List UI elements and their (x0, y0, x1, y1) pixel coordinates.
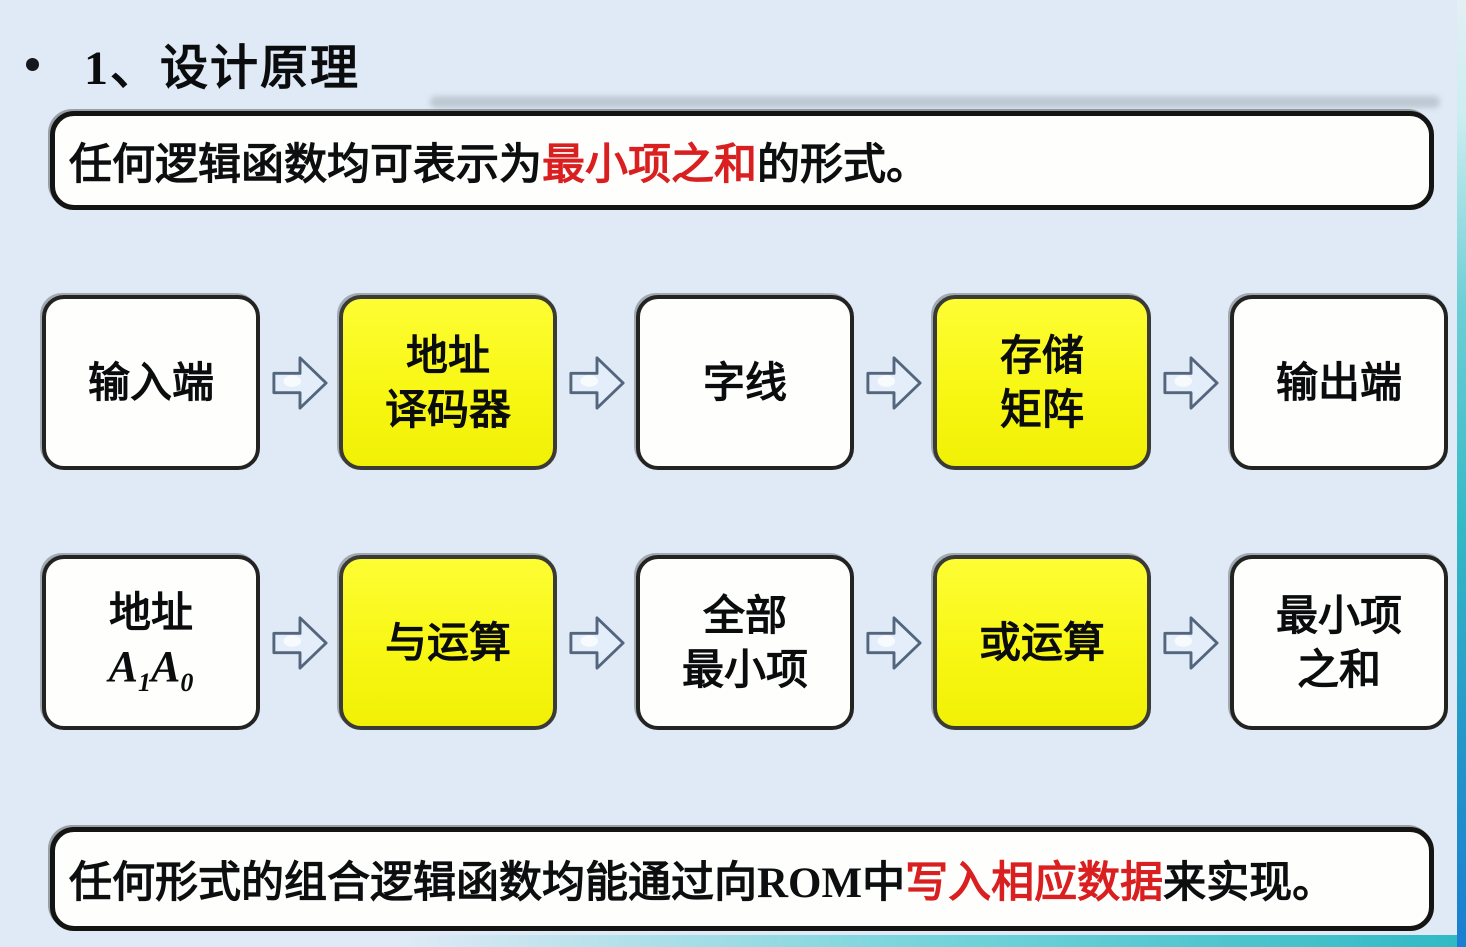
flow-box-highlighted: 地址译码器 (339, 295, 557, 470)
flow-box: 全部最小项 (636, 555, 854, 730)
flow-box-label: 地址 (108, 588, 193, 636)
flow-box-label: 输入端 (87, 358, 214, 406)
flow-box-label: 矩阵 (999, 385, 1084, 433)
right-arrow-icon (1162, 351, 1220, 415)
flow-box: 最小项之和 (1230, 555, 1448, 730)
flow-box-label: 与运算 (384, 618, 511, 666)
flow-box-label: 最小项 (1275, 591, 1402, 639)
flow-box-label: 或运算 (978, 618, 1105, 666)
flow-box-label: 输出端 (1275, 358, 1402, 406)
right-arrow-icon (1162, 611, 1220, 675)
flow-box: 地址 A1A0 (42, 555, 260, 730)
bottom-statement-suffix: 来实现。 (1163, 859, 1336, 907)
top-statement-text: 任何逻辑函数均可表示为最小项之和的形式。 (69, 130, 929, 192)
flow-box-label: 译码器 (384, 385, 511, 433)
bottom-statement-prefix: 任何形式的组合逻辑函数均能通过向 (69, 859, 757, 907)
flow-box-highlighted: 或运算 (933, 555, 1151, 730)
flow-box: 输出端 (1230, 295, 1448, 470)
title-row: 1、设计原理 (0, 28, 1466, 98)
flow-box-highlighted: 存储矩阵 (933, 295, 1151, 470)
title-text: 设计原理 (160, 42, 361, 95)
flow-box-label: 字线 (702, 358, 787, 406)
page-title: 1、设计原理 (84, 28, 360, 98)
bottom-statement-text: 任何形式的组合逻辑函数均能通过向ROM中写入相应数据来实现。 (69, 848, 1335, 910)
flow-box: 输入端 (42, 295, 260, 470)
bottom-statement-mid: 中 (862, 859, 906, 907)
flow-box-label: 存储 (999, 331, 1084, 379)
flow-box-label: 地址 (405, 331, 490, 379)
flow-box-math-label: A1A0 (108, 642, 194, 698)
flow-box: 字线 (636, 295, 854, 470)
right-arrow-icon (568, 611, 626, 675)
bottom-teal-bar (400, 935, 1466, 947)
right-arrow-icon (271, 611, 329, 675)
bottom-statement-rom: ROM (757, 860, 863, 907)
flow-box-label: 全部 (702, 591, 787, 639)
right-edge-strip (1457, 0, 1466, 947)
bottom-statement-highlight: 写入相应数据 (905, 859, 1164, 907)
top-statement-suffix: 的形式。 (757, 140, 929, 189)
top-statement-prefix: 任何逻辑函数均可表示为 (69, 140, 542, 189)
right-arrow-icon (568, 351, 626, 415)
flow-box-highlighted: 与运算 (339, 555, 557, 730)
flow-row-rom-structure: 输入端 地址译码器 字线 存储矩阵 输出端 (42, 295, 1448, 470)
right-arrow-icon (865, 351, 923, 415)
right-arrow-icon (271, 351, 329, 415)
title-number: 1、 (84, 42, 161, 95)
video-ghost-artifact (430, 96, 1440, 108)
flow-box-label: 之和 (1296, 645, 1381, 693)
top-statement-box: 任何逻辑函数均可表示为最小项之和的形式。 (50, 111, 1434, 210)
flow-box-label: 最小项 (681, 645, 808, 693)
top-statement-highlight: 最小项之和 (542, 140, 757, 189)
right-arrow-icon (865, 611, 923, 675)
bullet-icon (26, 58, 39, 71)
bottom-statement-box: 任何形式的组合逻辑函数均能通过向ROM中写入相应数据来实现。 (50, 827, 1434, 931)
